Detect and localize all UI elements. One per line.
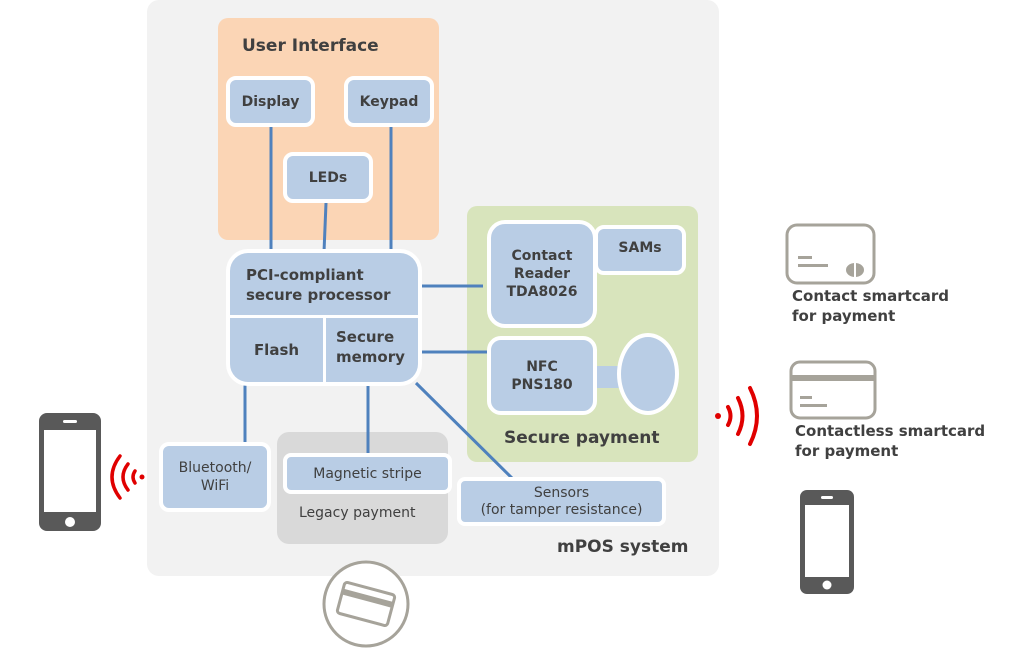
flash-memory: Flash <box>230 318 323 382</box>
processor-title-line1: PCI-compliant <box>246 266 364 284</box>
contact-reader-line2: Reader <box>513 266 571 282</box>
sensors-line2: (for tamper resistance) <box>480 501 643 518</box>
contact-reader-line1: Contact <box>511 248 573 264</box>
sams-label: SAMs <box>618 240 662 256</box>
nfc-line1: NFC <box>526 358 558 375</box>
leds-label: LEDs <box>308 169 348 186</box>
phone-left-icon <box>39 413 101 531</box>
legacy-payment-title: Legacy payment <box>299 505 416 521</box>
user-interface-title: User Interface <box>242 36 379 56</box>
phone-right-icon <box>800 490 854 594</box>
secure-memory-line1: Secure <box>336 328 395 346</box>
contact-smartcard-icon <box>785 223 876 285</box>
contact-smartcard-line1: Contact smartcard <box>792 287 949 305</box>
wireless-signal-left-icon <box>110 454 145 500</box>
contactless-smartcard-icon <box>789 360 877 420</box>
mpos-system-label: mPOS system <box>557 537 689 557</box>
sensors-line1: Sensors <box>533 484 590 501</box>
keypad-label: Keypad <box>359 93 419 110</box>
display-component: Display <box>226 76 315 127</box>
user-interface-panel <box>218 18 439 240</box>
bluetooth-line2: WiFi <box>200 478 230 494</box>
magnetic-stripe-component: Magnetic stripe <box>283 453 452 494</box>
contact-reader-component: Contact Reader TDA8026 <box>487 220 597 328</box>
secure-memory-line2: memory <box>336 348 405 366</box>
nfc-antenna <box>617 333 679 415</box>
keypad-component: Keypad <box>344 76 434 127</box>
processor-title-line2: secure processor <box>246 286 391 304</box>
bluetooth-wifi-component: Bluetooth/ WiFi <box>159 442 271 512</box>
secure-processor-block: PCI-compliant secure processor Flash Sec… <box>226 249 422 386</box>
nfc-line2: PNS180 <box>511 376 573 393</box>
magstripe-card-icon <box>322 560 410 648</box>
contact-reader-line3: TDA8026 <box>506 284 578 300</box>
sensors-component: Sensors (for tamper resistance) <box>457 477 666 526</box>
contact-smartcard-line2: for payment <box>792 307 896 325</box>
nfc-component: NFC PNS180 <box>487 336 597 415</box>
secure-processor: PCI-compliant secure processor <box>230 253 418 315</box>
wireless-signal-right-icon <box>715 386 759 446</box>
connector-leds <box>322 202 328 253</box>
magstripe-label: Magnetic stripe <box>313 465 422 482</box>
bluetooth-line1: Bluetooth/ <box>178 460 252 476</box>
display-label: Display <box>241 93 300 110</box>
secure-payment-title: Secure payment <box>504 428 660 448</box>
flash-label: Flash <box>253 341 300 359</box>
sams-component: SAMs <box>594 225 686 275</box>
contactless-smartcard-line1: Contactless smartcard <box>795 422 986 440</box>
leds-component: LEDs <box>283 152 373 203</box>
secure-memory: Secure memory <box>326 318 418 382</box>
connector-sensors <box>414 381 521 487</box>
contactless-smartcard-line2: for payment <box>795 442 899 460</box>
